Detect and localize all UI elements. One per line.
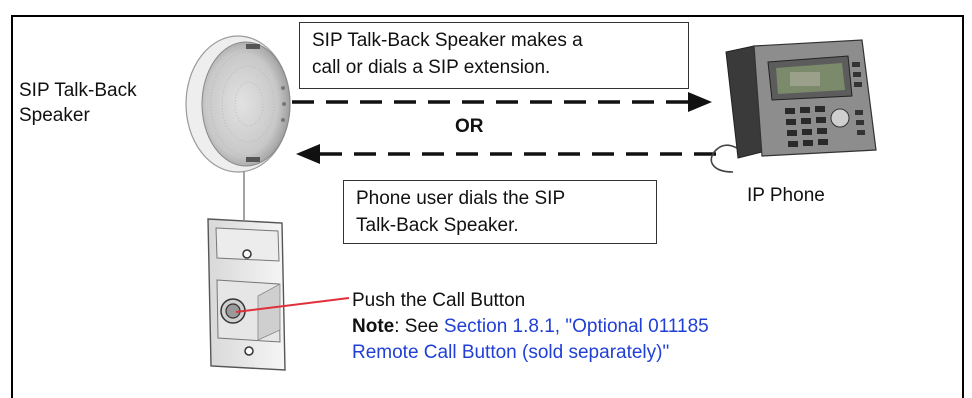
call-button-note: Push the Call Button Note: See Section 1… [352,288,709,366]
or-label: OR [455,116,484,137]
callout-bottom-line1: Phone user dials the SIP [356,188,566,209]
note-label: Note [352,316,395,337]
arrow-phone-to-speaker [296,144,716,164]
callout-bottom-line2: Talk-Back Speaker. [356,215,519,236]
arrow-speaker-to-phone [292,92,712,112]
speaker-label-line1: SIP Talk-Back [19,80,137,101]
speaker-label-line2: Speaker [19,105,90,126]
note-separator: : See [394,316,444,337]
diagram-frame [11,15,964,398]
call-button-pointer [235,297,350,313]
note-line: Note: See Section 1.8.1, "Optional 01118… [352,314,709,340]
speaker-label: SIP Talk-Back Speaker [19,78,137,128]
section-link-part2[interactable]: Remote Call Button (sold separately)" [352,342,670,363]
call-button-plate-icon [207,218,286,371]
callout-phone-dials: Phone user dials the SIP Talk-Back Speak… [343,180,657,244]
ip-phone-icon [710,39,877,173]
callout-top-line2: call or dials a SIP extension. [312,57,551,78]
note-link-line2: Remote Call Button (sold separately)" [352,340,709,366]
callout-top-line1: SIP Talk-Back Speaker makes a [312,30,583,51]
ip-phone-label: IP Phone [747,185,825,206]
push-call-button-text: Push the Call Button [352,290,526,311]
section-link-part1[interactable]: Section 1.8.1, "Optional 011185 [443,316,709,337]
callout-speaker-calls: SIP Talk-Back Speaker makes a call or di… [299,22,689,89]
speaker-icon [185,35,291,173]
